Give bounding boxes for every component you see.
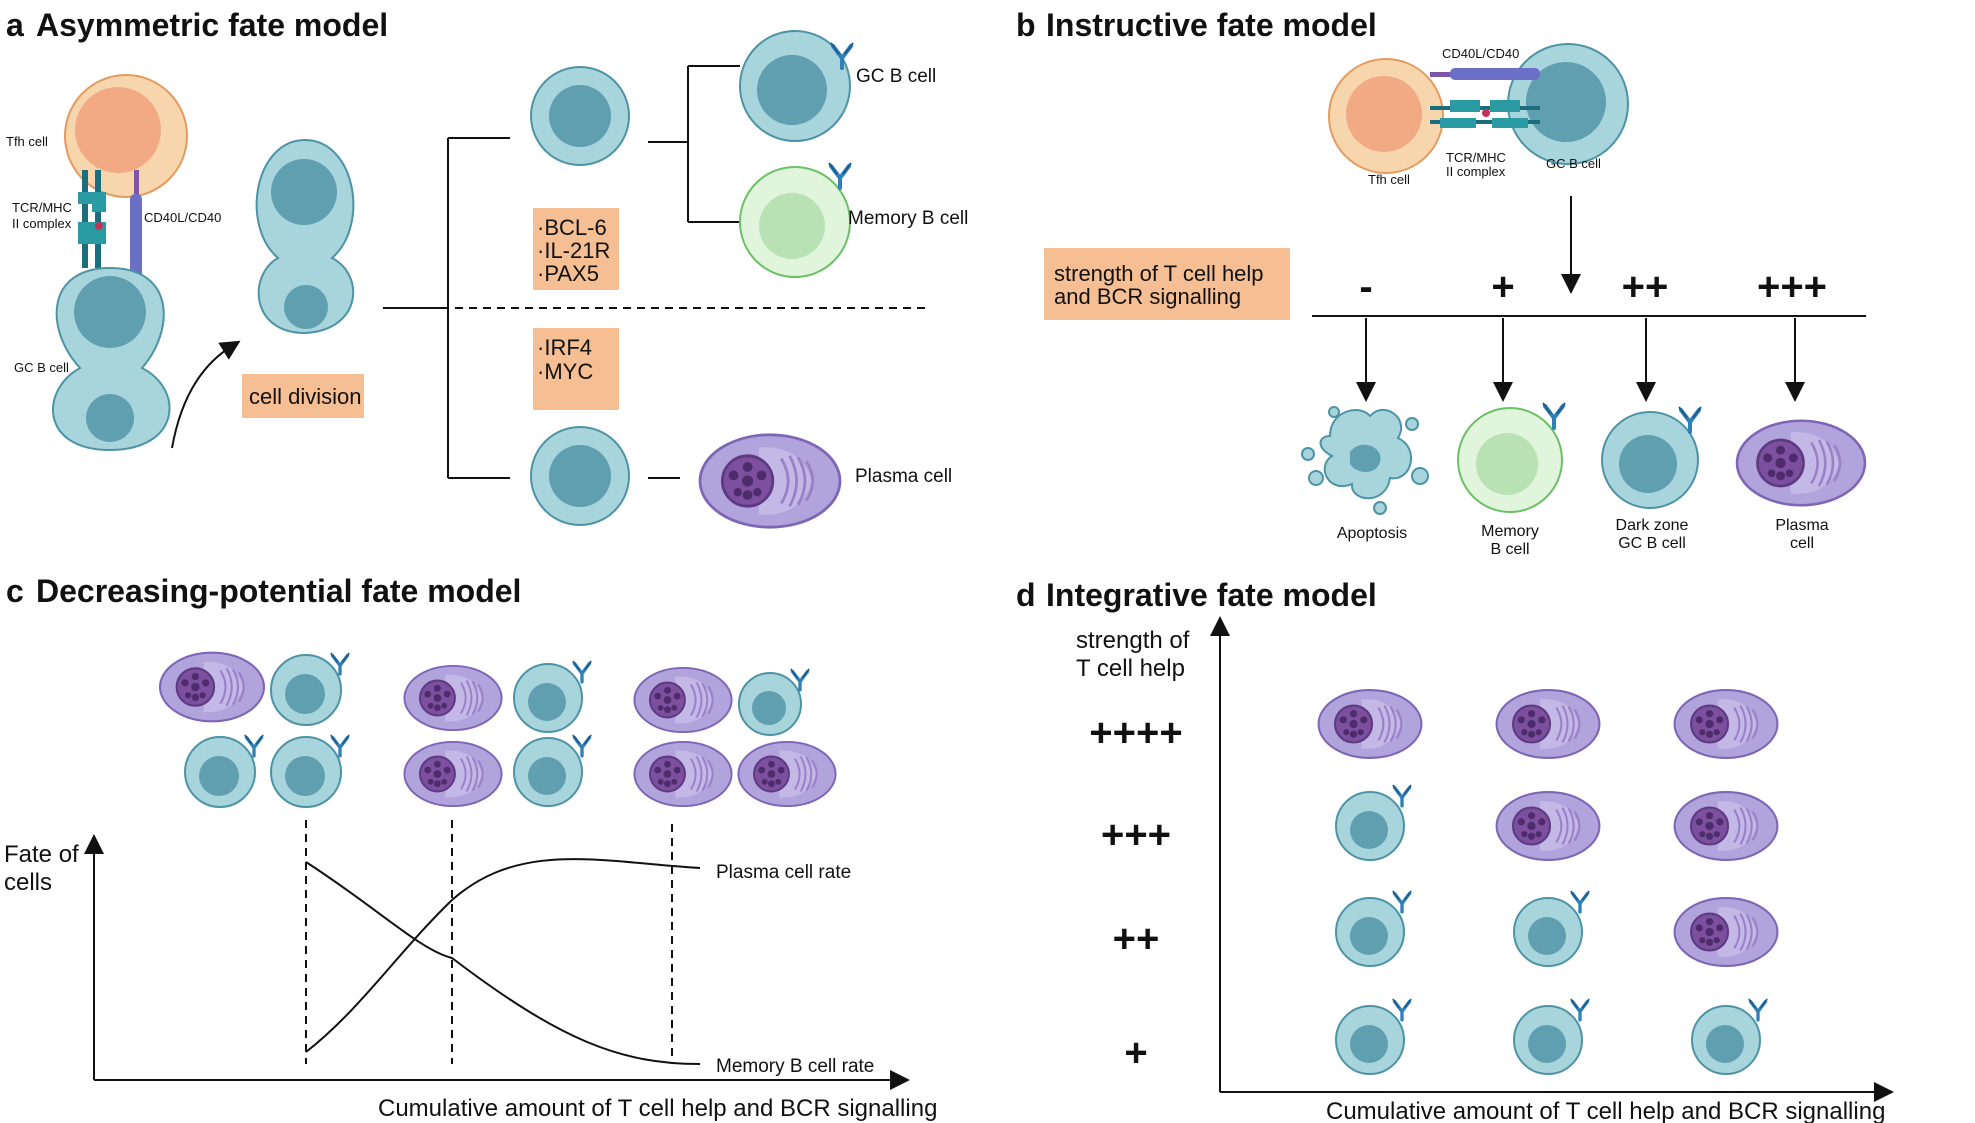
d-level-4: ++++: [1089, 711, 1182, 755]
receptor-complex-b: [1430, 68, 1540, 128]
box-bcl6-line2: ·IL-21R: [537, 238, 610, 263]
panel-a: a Asymmetric fate model Tfh cell TCR/MHC…: [6, 7, 968, 529]
b-cell: [1335, 997, 1413, 1075]
b-cell: [1335, 889, 1413, 967]
c-xlabel: Cumulative amount of T cell help and BCR…: [378, 1095, 937, 1122]
memory-rate-curve: [305, 861, 701, 1065]
panel-c: c Decreasing-potential fate model: [4, 573, 937, 1122]
strength-label-b-2: and BCR signalling: [1054, 284, 1241, 309]
outcome-memory-2: B cell: [1490, 541, 1529, 558]
b-cell: [1513, 889, 1591, 967]
box-bcl6-line3: ·PAX5: [537, 261, 599, 286]
plasma-cell: [1673, 689, 1779, 759]
tcr-label-b-2: II complex: [1446, 164, 1506, 179]
tcr-label-a-2: II complex: [12, 216, 72, 231]
receptor-complex-a: [78, 170, 142, 282]
dividing-cell: [255, 138, 355, 335]
d-xlabel: Cumulative amount of T cell help and BCR…: [1326, 1098, 1885, 1123]
plasma-rate-label: Plasma cell rate: [716, 862, 851, 883]
memory-b-cell-output-label: Memory B cell: [848, 208, 968, 229]
panel-b-letter: b: [1016, 7, 1036, 43]
plasma-cell: [1317, 689, 1423, 759]
d-ylabel-2: T cell help: [1076, 655, 1185, 682]
plasma-cell: [1673, 897, 1779, 967]
plasma-cell: [1495, 791, 1601, 861]
memory-b-cell-b: [1457, 401, 1567, 513]
curved-arrow-a: [171, 340, 241, 449]
c-ylabel-2: cells: [4, 869, 52, 896]
strength-label-b-1: strength of T cell help: [1054, 261, 1264, 286]
d-level-1: +: [1124, 1031, 1147, 1075]
box-irf4-line2: ·MYC: [537, 359, 593, 384]
outcome-darkzone-2: GC B cell: [1618, 535, 1686, 552]
plasma-cell-output: [698, 433, 842, 529]
cell-group-3: [633, 666, 837, 808]
box-bcl6-line1: ·BCL-6: [537, 215, 607, 240]
c-ylabel-1: Fate of: [4, 841, 79, 868]
branch-lines-a2: [648, 65, 740, 479]
tfh-cell-a: [64, 74, 188, 198]
branch-lines-a: [383, 137, 510, 479]
cell-group-2: [403, 659, 593, 808]
b-cell: [1691, 997, 1769, 1075]
cell-division-box: [242, 374, 364, 418]
plasma-cell: [1495, 689, 1601, 759]
dark-zone-gc-b-cell: [1601, 405, 1703, 509]
panel-b: b Instructive fate model CD40L/CD40 Tfh …: [1016, 7, 1867, 558]
gcb-label-a: GC B cell: [14, 360, 69, 375]
panel-c-title: Decreasing-potential fate model: [36, 573, 521, 609]
apoptotic-cell: [1301, 406, 1429, 515]
cd40-label-a: CD40L/CD40: [144, 210, 221, 225]
plasma-rate-curve: [305, 858, 701, 1053]
outcome-plasma-2: cell: [1790, 535, 1814, 552]
outcome-plasma-1: Plasma: [1775, 517, 1828, 534]
gc-b-cell-output-label: GC B cell: [856, 66, 936, 87]
gc-b-cell-output: [739, 30, 855, 142]
level-minus: -: [1359, 265, 1372, 309]
tfh-cell-b: [1328, 58, 1444, 174]
tfh-label-a: Tfh cell: [6, 134, 48, 149]
memory-rate-label: Memory B cell rate: [716, 1056, 874, 1077]
plasma-cell: [1673, 791, 1779, 861]
level-plus: +: [1491, 265, 1514, 309]
panel-a-title: Asymmetric fate model: [36, 7, 388, 43]
panel-d-title: Integrative fate model: [1046, 577, 1377, 613]
box-irf4-line1: ·IRF4: [537, 335, 592, 360]
panel-d-letter: d: [1016, 577, 1036, 613]
panel-d: d Integrative fate model strength of T c…: [1016, 577, 1894, 1123]
b-cell: [1513, 997, 1591, 1075]
d-ylabel-1: strength of: [1076, 627, 1190, 654]
box-bcl6: [533, 208, 619, 290]
cd40-label-b: CD40L/CD40: [1442, 46, 1519, 61]
gc-b-cell-a: [51, 266, 171, 452]
level-plus-plus: ++: [1622, 265, 1669, 309]
outcome-darkzone-1: Dark zone: [1616, 517, 1689, 534]
tfh-label-b: Tfh cell: [1368, 172, 1410, 187]
daughter-cell-upper: [530, 66, 630, 166]
level-plus-plus-plus: +++: [1757, 265, 1827, 309]
cell-group-1: [158, 651, 351, 808]
tcr-label-a-1: TCR/MHC: [12, 200, 72, 215]
d-cell-grid: [1317, 689, 1779, 1075]
memory-b-cell-output: [739, 161, 853, 278]
strength-box-b: [1044, 248, 1290, 320]
outcome-apoptosis: Apoptosis: [1337, 525, 1407, 542]
panel-a-letter: a: [6, 7, 24, 43]
panel-c-letter: c: [6, 573, 24, 609]
tcr-label-b-1: TCR/MHC: [1446, 150, 1506, 165]
b-cell: [1335, 783, 1413, 861]
plasma-cell-output-label: Plasma cell: [855, 466, 952, 487]
d-level-2: ++: [1113, 917, 1160, 961]
plasma-cell-b: [1735, 419, 1867, 507]
daughter-cell-lower: [530, 426, 630, 526]
box-irf4: [533, 328, 619, 410]
cell-division-label: cell division: [249, 384, 362, 409]
panel-b-title: Instructive fate model: [1046, 7, 1377, 43]
d-level-3: +++: [1101, 813, 1171, 857]
gc-b-cell-b: [1507, 43, 1629, 165]
gcb-label-b: GC B cell: [1546, 156, 1601, 171]
outcome-memory-1: Memory: [1481, 523, 1539, 540]
